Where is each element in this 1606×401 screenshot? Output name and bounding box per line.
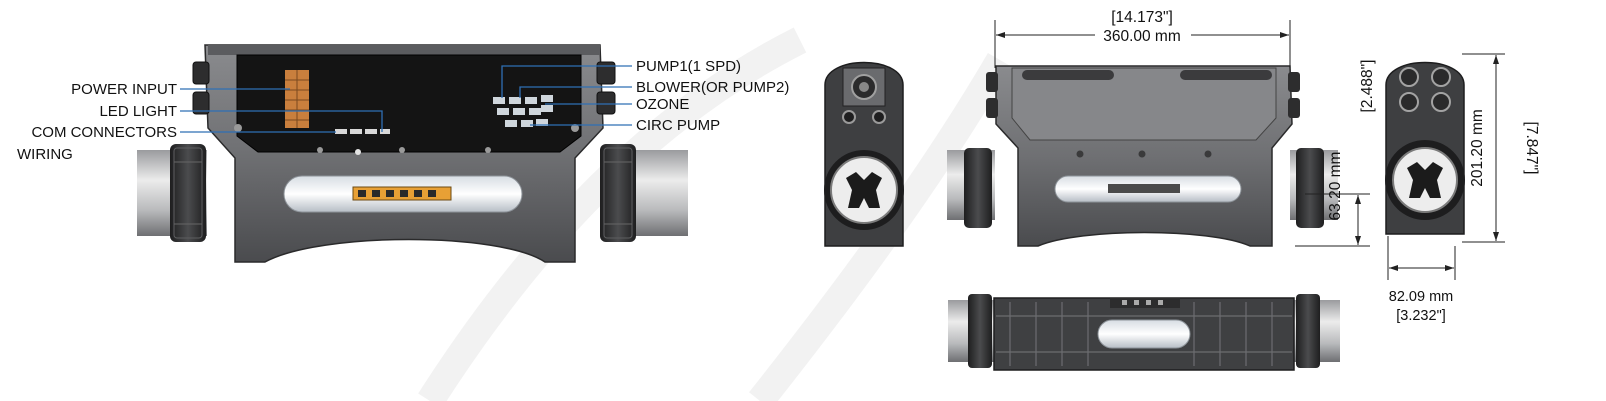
dim-width-mm: 360.00 mm bbox=[1103, 28, 1181, 45]
dim-height-in: [2.488"] bbox=[1359, 60, 1376, 113]
dim-depth-mm: 82.09 mm bbox=[1389, 289, 1453, 305]
dim-height-mm: 63.20 mm bbox=[1327, 152, 1344, 221]
callout-power-input: POWER INPUT bbox=[71, 81, 177, 98]
top-view bbox=[948, 294, 1340, 371]
right-cable-glands bbox=[596, 61, 616, 115]
callout-ozone: OZONE bbox=[636, 96, 689, 113]
housing-top-lip bbox=[208, 45, 600, 55]
callout-com-connectors: COM CONNECTORS bbox=[31, 124, 177, 141]
right-side-view bbox=[1385, 61, 1465, 235]
dim-width-mm-bg bbox=[1095, 27, 1191, 44]
callout-blower: BLOWER(OR PUMP2) bbox=[636, 79, 789, 96]
callout-circ-pump: CIRC PUMP bbox=[636, 117, 720, 134]
left-cable-glands bbox=[192, 61, 210, 115]
front-view bbox=[947, 65, 1338, 247]
right-union-nut bbox=[600, 144, 636, 242]
main-view: POWER INPUT LED LIGHT COM CONNECTORS WIR… bbox=[17, 44, 789, 263]
left-union-nut bbox=[170, 144, 206, 242]
dim-overall-height-in: [7.847"] bbox=[1523, 122, 1540, 175]
left-side-view bbox=[824, 61, 904, 247]
dim-width-in: [14.173"] bbox=[1111, 9, 1173, 26]
power-input-terminal bbox=[285, 70, 309, 128]
callout-leaders bbox=[180, 65, 632, 133]
com-connectors bbox=[335, 129, 390, 134]
circuit-board bbox=[236, 54, 582, 153]
dim-overall-height-mm: 201.20 mm bbox=[1469, 109, 1486, 187]
callout-wiring: WIRING bbox=[17, 146, 73, 163]
callout-led-light: LED LIGHT bbox=[99, 103, 177, 120]
board-screws bbox=[234, 124, 579, 155]
dim-depth-in: [3.232"] bbox=[1396, 308, 1446, 324]
callout-pump1: PUMP1(1 SPD) bbox=[636, 58, 741, 75]
led-strip bbox=[352, 186, 452, 201]
relay-connectors bbox=[493, 95, 553, 127]
